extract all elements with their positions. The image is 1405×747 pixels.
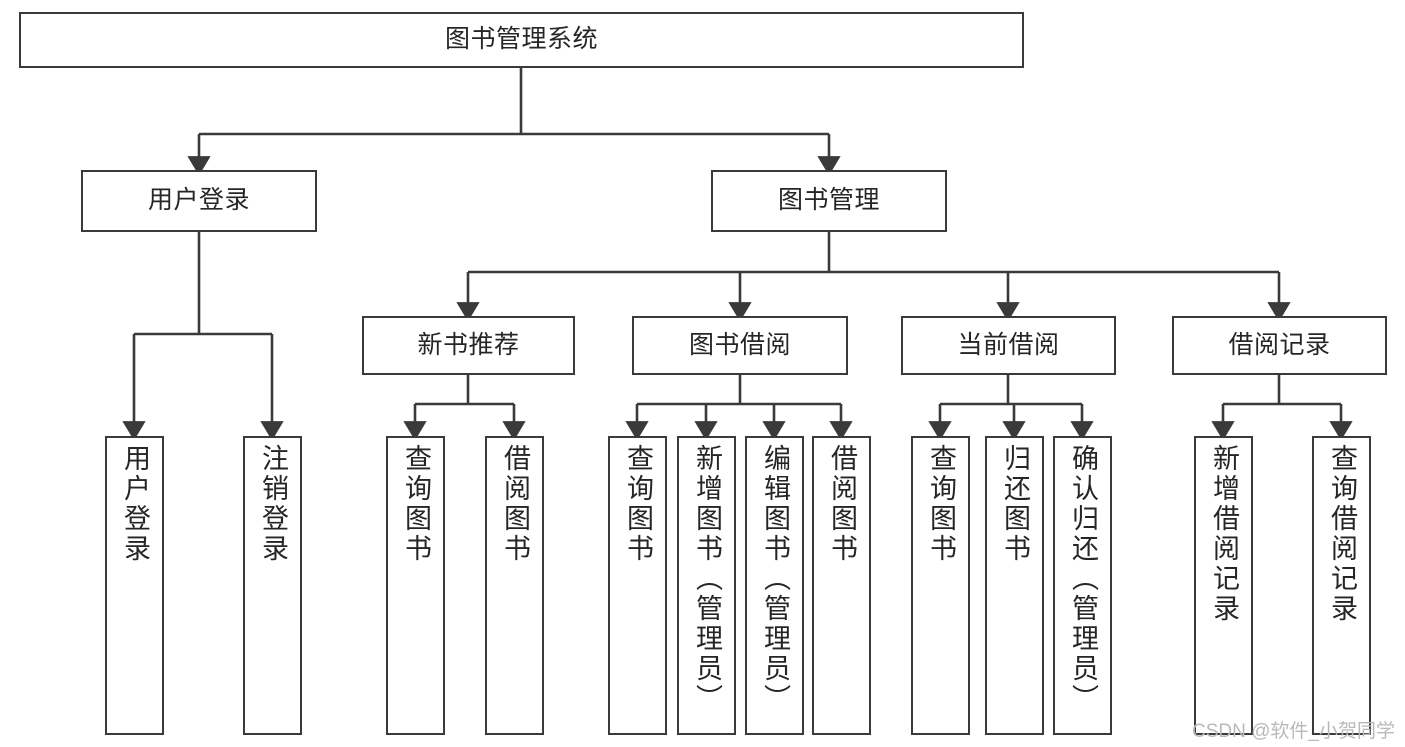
node-borrow-record-label: 借阅记录	[1228, 330, 1331, 359]
leaf-edit-book[interactable]: 编辑图书（管理员）	[745, 436, 804, 735]
node-book-borrow-label: 图书借阅	[688, 330, 791, 359]
leaf-confirm-return-label: 确认归还（管理员）	[1068, 444, 1098, 714]
leaf-edit-book-label: 编辑图书（管理员）	[760, 444, 790, 714]
leaf-add-book[interactable]: 新增图书（管理员）	[677, 436, 736, 735]
leaf-query-record[interactable]: 查询借阅记录	[1312, 436, 1371, 735]
leaf-borrow-book-1-label: 借阅图书	[500, 444, 530, 564]
node-user-login-label: 用户登录	[147, 186, 250, 215]
node-root[interactable]: 图书管理系统	[19, 12, 1024, 68]
node-new-book-recommend[interactable]: 新书推荐	[362, 316, 575, 375]
leaf-add-book-label: 新增图书（管理员）	[692, 444, 722, 714]
node-book-manage[interactable]: 图书管理	[711, 170, 947, 232]
leaf-return-book[interactable]: 归还图书	[985, 436, 1044, 735]
leaf-user-logout[interactable]: 注销登录	[243, 436, 302, 735]
leaf-query-book-1[interactable]: 查询图书	[386, 436, 445, 735]
leaf-user-login-label: 用户登录	[120, 444, 150, 564]
node-book-borrow[interactable]: 图书借阅	[632, 316, 848, 375]
leaf-user-logout-label: 注销登录	[258, 444, 288, 564]
leaf-query-book-1-label: 查询图书	[401, 444, 431, 564]
leaf-user-login[interactable]: 用户登录	[105, 436, 164, 735]
leaf-query-book-3-label: 查询图书	[926, 444, 956, 564]
leaf-query-record-label: 查询借阅记录	[1327, 444, 1357, 624]
leaf-add-record-label: 新增借阅记录	[1209, 444, 1239, 624]
leaf-query-book-3[interactable]: 查询图书	[911, 436, 970, 735]
leaf-return-book-label: 归还图书	[1000, 444, 1030, 564]
leaf-borrow-book-1[interactable]: 借阅图书	[485, 436, 544, 735]
node-current-borrow-label: 当前借阅	[957, 330, 1060, 359]
node-root-label: 图书管理系统	[444, 25, 598, 54]
node-new-book-recommend-label: 新书推荐	[417, 330, 520, 359]
node-borrow-record[interactable]: 借阅记录	[1172, 316, 1387, 375]
leaf-confirm-return[interactable]: 确认归还（管理员）	[1053, 436, 1112, 735]
node-user-login[interactable]: 用户登录	[81, 170, 317, 232]
node-current-borrow[interactable]: 当前借阅	[901, 316, 1116, 375]
csdn-watermark: CSDN @软件_小贺同学	[1192, 721, 1395, 742]
leaf-borrow-book-2-label: 借阅图书	[827, 444, 857, 564]
leaf-borrow-book-2[interactable]: 借阅图书	[812, 436, 871, 735]
leaf-query-book-2-label: 查询图书	[623, 444, 653, 564]
leaf-query-book-2[interactable]: 查询图书	[608, 436, 667, 735]
leaf-add-record[interactable]: 新增借阅记录	[1194, 436, 1253, 735]
node-book-manage-label: 图书管理	[777, 186, 880, 215]
